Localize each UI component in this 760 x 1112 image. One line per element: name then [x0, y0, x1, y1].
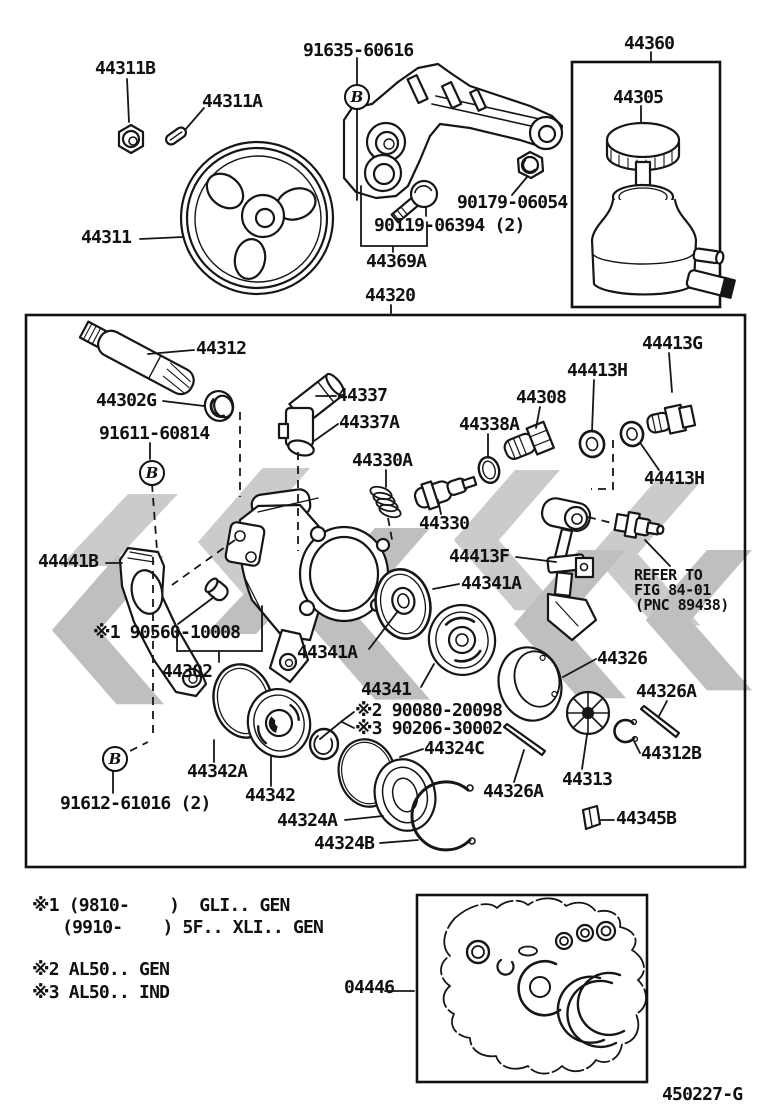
- shaft-drawing: [78, 320, 195, 396]
- dashed-lines: [129, 412, 617, 752]
- nut-90179-drawing: [516, 150, 545, 180]
- gasket-kit-drawing: [440, 897, 647, 1075]
- part-callout: 44441B: [38, 551, 99, 572]
- snapring-44312b-drawing: [613, 718, 639, 744]
- part-callout: 44413H: [567, 360, 628, 381]
- part-callout: 44330A: [352, 450, 413, 471]
- part-callout: 44313: [562, 769, 613, 790]
- application-note: ※3 AL50.. IND: [32, 982, 170, 1003]
- bolt-drawing: [390, 179, 439, 224]
- reference-note: FIG 84-01: [634, 581, 711, 599]
- reference-note: REFER TO: [634, 566, 703, 584]
- part-callout: 44305: [613, 87, 664, 108]
- part-callout: 44413F: [449, 546, 510, 567]
- part-callout: 44320: [365, 285, 416, 306]
- gasket-kit-box: [415, 893, 649, 1084]
- pin-44326a-right-drawing: [639, 704, 681, 739]
- part-callout: 44312B: [641, 743, 702, 764]
- pump-body-drawing: [224, 488, 391, 684]
- part-callout: 44341A: [461, 573, 522, 594]
- pulley-drawing: [179, 140, 335, 296]
- part-callout: 44302: [162, 661, 213, 682]
- part-callout: 44302G: [96, 390, 157, 411]
- part-callout: 44337: [337, 385, 388, 406]
- part-callout: 90119-06394 (2): [374, 215, 525, 236]
- part-callout: 44326: [597, 648, 648, 669]
- part-callout: 44330: [419, 513, 470, 534]
- plate-44324a-drawing: [373, 758, 437, 832]
- part-callout: 44342: [245, 785, 296, 806]
- snapring-44324b-drawing: [410, 780, 476, 852]
- plug-44345b-drawing: [581, 804, 602, 831]
- part-callout: 44341A: [297, 642, 358, 663]
- part-callout: 44337A: [339, 412, 400, 433]
- nut-44311b-drawing: [117, 123, 145, 155]
- part-callout: 44326A: [483, 781, 544, 802]
- circlip-drawing: [308, 727, 340, 761]
- washer-44413h-drawing: [578, 429, 606, 459]
- application-note: ※1 (9810- ) GLI.. GEN: [32, 895, 290, 916]
- reservoir-box: [570, 60, 722, 309]
- vane-rotor-44313-drawing: [565, 690, 611, 736]
- part-callout: 44413H: [644, 468, 705, 489]
- bracket-44441b-drawing: [118, 546, 208, 698]
- pin-90560-drawing: [204, 577, 229, 602]
- part-callout: 44342A: [187, 761, 248, 782]
- union-44308-drawing: [503, 420, 555, 460]
- part-callout: 44413G: [642, 333, 703, 354]
- pin-44326a-left-drawing: [502, 722, 547, 757]
- bolt-marker: B: [344, 84, 370, 110]
- part-callout: 04446: [344, 977, 395, 998]
- valve-44330-drawing: [413, 475, 478, 511]
- bushing-44302g-drawing: [203, 390, 235, 422]
- part-callout: 44326A: [636, 681, 697, 702]
- part-callout: 44311: [81, 227, 132, 248]
- rotor-44341-drawing: [427, 603, 497, 677]
- part-callout: 44312: [196, 338, 247, 359]
- part-callout: ※2 90080-20098: [355, 700, 503, 721]
- part-callout: 44311A: [202, 91, 263, 112]
- part-callout: ※1 90560-10008: [93, 622, 241, 643]
- part-callout: 44324B: [314, 833, 375, 854]
- part-callout: 91611-60814: [99, 423, 210, 444]
- spring-44330a-drawing: [369, 485, 402, 519]
- part-callout: 91612-61016 (2): [60, 793, 211, 814]
- figure-code: 450227-G: [662, 1084, 743, 1105]
- part-callout: 44369A: [366, 251, 427, 272]
- elbow-44337-drawing: [277, 372, 346, 457]
- key-44311a-drawing: [164, 126, 188, 146]
- leader-lines: [105, 51, 673, 992]
- part-callout: 44338A: [459, 414, 520, 435]
- part-callout: 44360: [624, 33, 675, 54]
- part-callout: 44324A: [277, 810, 338, 831]
- part-callout: 44311B: [95, 58, 156, 79]
- plate-44342-drawing: [246, 688, 312, 758]
- part-callout: ※3 90206-30002: [355, 718, 503, 739]
- part-callout: 44308: [516, 387, 567, 408]
- main-assembly-box: [24, 313, 747, 869]
- bolt-marker: B: [139, 460, 165, 486]
- part-callout: 91635-60616: [303, 40, 414, 61]
- arm-44413f-drawing: [540, 497, 598, 642]
- application-note: (9910- ) 5F.. XLI.. GEN: [32, 917, 324, 938]
- washer-44413h2-drawing: [619, 420, 645, 448]
- bushing-44326-drawing: [497, 646, 563, 722]
- reservoir-drawing: [590, 121, 736, 299]
- oring-44338a-drawing: [477, 455, 501, 485]
- application-note: ※2 AL50.. GEN: [32, 959, 170, 980]
- part-callout: 44341: [361, 679, 412, 700]
- pressure-switch-drawing: [613, 510, 665, 539]
- bolt-marker: B: [102, 746, 128, 772]
- union-44413g-drawing: [646, 403, 697, 435]
- part-callout: 90179-06054: [457, 192, 568, 213]
- reference-note: (PNC 89438): [635, 596, 729, 614]
- bracket-drawing: [342, 62, 564, 200]
- part-callout: 44345B: [616, 808, 677, 829]
- part-callout: 44324C: [424, 738, 485, 759]
